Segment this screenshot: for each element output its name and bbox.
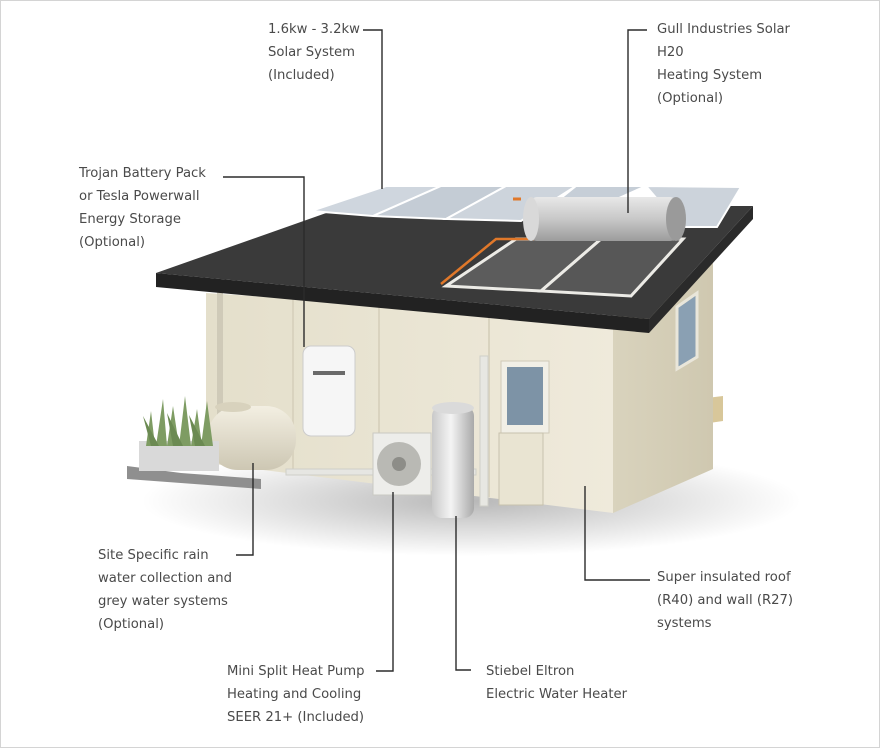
leader-heat-pump — [376, 492, 394, 672]
panel-conduit — [479, 355, 489, 507]
electrical-panel — [498, 432, 544, 506]
grass — [143, 396, 213, 446]
label-line: Electric Water Heater — [486, 687, 628, 702]
leader-battery — [223, 176, 305, 347]
label-line: Energy Storage — [79, 212, 181, 227]
label-rain-water: Site Specific rain water collection and … — [98, 544, 232, 636]
label-line: Gull Industries Solar — [657, 22, 790, 37]
label-water-heater: Stiebel Eltron Electric Water Heater — [486, 660, 627, 706]
label-solar-h2o: Gull Industries Solar H20 Heating System… — [657, 18, 790, 110]
label-line: Solar System — [268, 45, 355, 60]
planter-base — [127, 466, 261, 489]
label-line: or Tesla Powerwall — [79, 189, 200, 204]
leader-solar-system — [363, 29, 383, 189]
rain-barrel — [208, 406, 296, 470]
label-line: systems — [657, 616, 712, 631]
leader-water-heater — [455, 516, 471, 671]
side-window — [675, 290, 699, 372]
barrel-cap — [215, 402, 251, 412]
label-line: Heating System — [657, 68, 763, 83]
label-line: grey water systems — [98, 594, 228, 609]
solar-water-tank — [531, 197, 676, 241]
label-line: (Included) — [268, 68, 335, 83]
label-line: (Optional) — [79, 235, 146, 250]
solar-collector — [537, 237, 687, 298]
label-line: water collection and — [98, 571, 233, 586]
label-line: 1.6kw - 3.2kw — [268, 22, 360, 37]
label-line: (Optional) — [98, 617, 165, 632]
downspout — [217, 291, 223, 451]
label-line: (Optional) — [657, 91, 724, 106]
tank-end-cap — [523, 197, 539, 241]
label-insulation: Super insulated roof (R40) and wall (R27… — [657, 566, 793, 635]
label-line: SEER 21+ (Included) — [227, 710, 365, 725]
water-heater — [432, 406, 474, 518]
label-solar-system: 1.6kw - 3.2kw Solar System (Included) — [268, 18, 360, 87]
label-heat-pump: Mini Split Heat Pump Heating and Cooling… — [227, 660, 364, 729]
label-line: H20 — [657, 45, 684, 60]
water-heater-top — [432, 402, 474, 414]
roof-side-edge — [649, 206, 753, 333]
leader-insulation — [584, 486, 650, 581]
label-line: Mini Split Heat Pump — [227, 664, 365, 679]
mini-split-fan-hub — [392, 457, 406, 471]
powerwall — [302, 345, 356, 437]
label-battery: Trojan Battery Pack or Tesla Powerwall E… — [79, 162, 206, 254]
label-line: Trojan Battery Pack — [79, 166, 206, 181]
roof-front-edge — [156, 273, 649, 333]
label-line: Super insulated roof — [657, 570, 791, 585]
label-line: Stiebel Eltron — [486, 664, 575, 679]
powerwall-indicator — [313, 371, 345, 375]
label-line: (R40) and wall (R27) — [657, 593, 794, 608]
front-window-glass — [507, 367, 543, 425]
tank-end-cap — [666, 197, 686, 241]
label-line: Heating and Cooling — [227, 687, 362, 702]
leader-lines — [223, 29, 650, 672]
label-line: Site Specific rain — [98, 548, 209, 563]
leader-rain-water — [236, 463, 254, 556]
leader-solar-h2o — [627, 29, 647, 213]
